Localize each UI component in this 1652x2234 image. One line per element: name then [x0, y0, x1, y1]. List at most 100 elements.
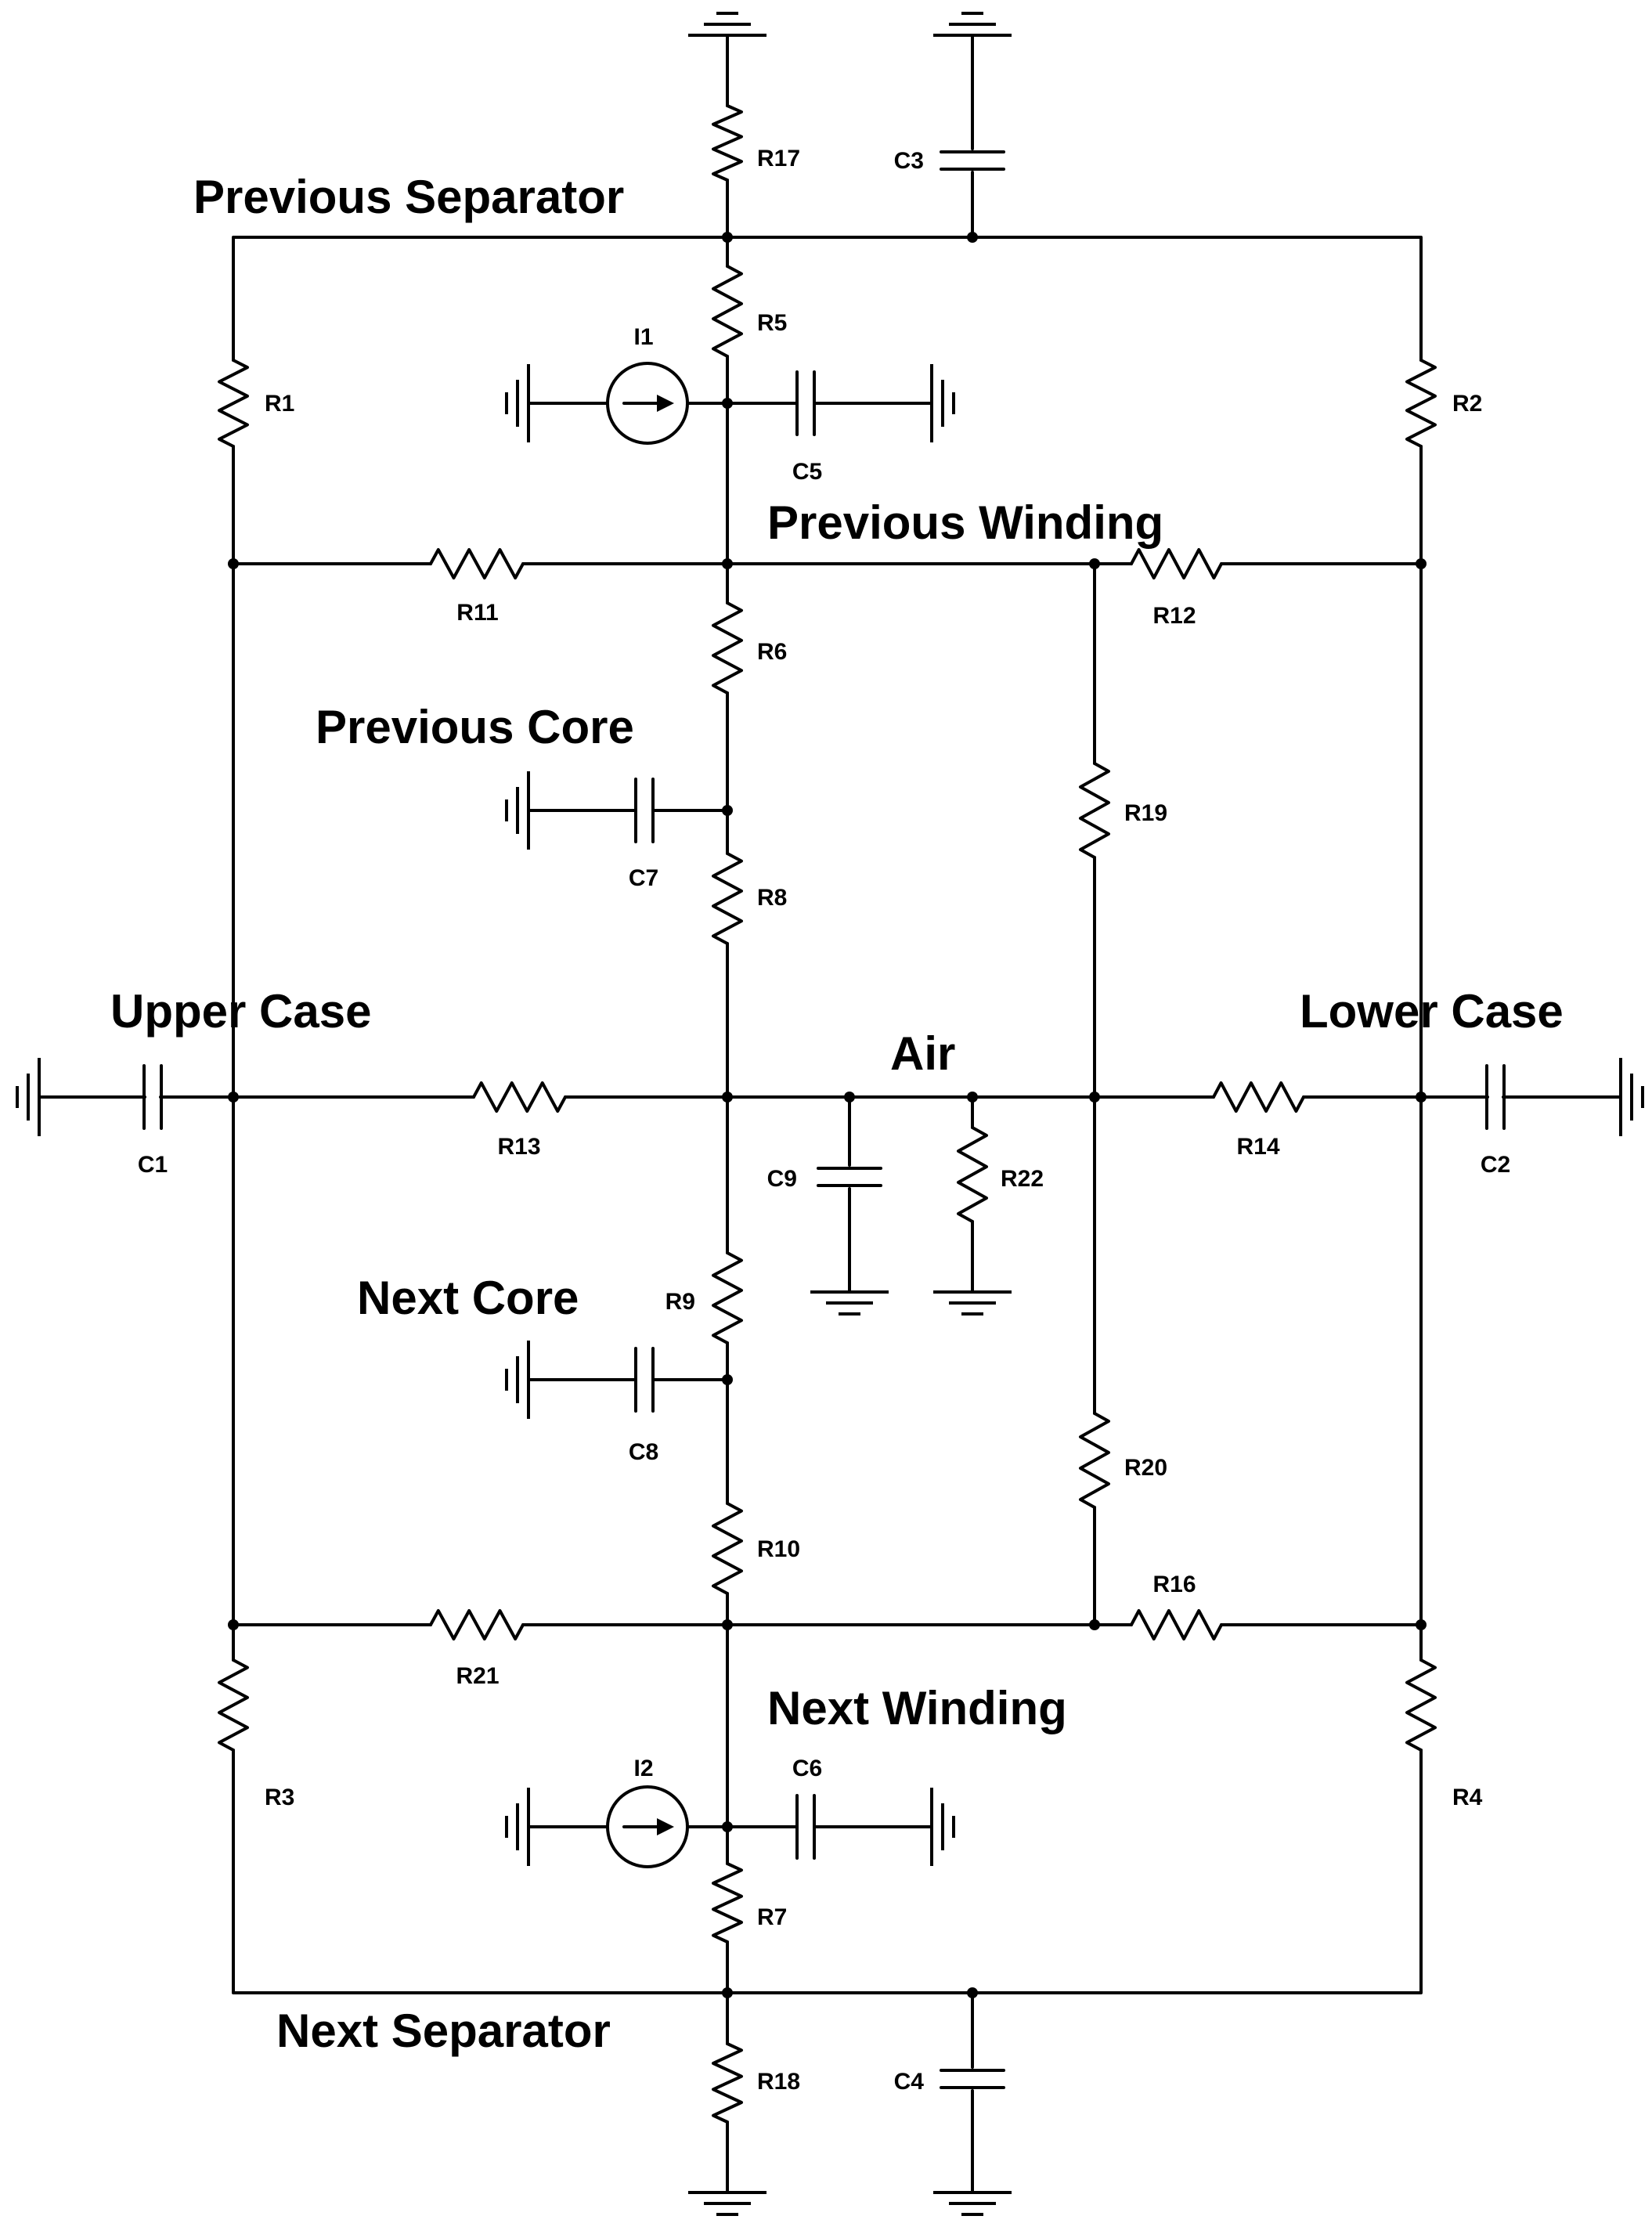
node-label-lower-case: Lower Case [1300, 985, 1564, 1038]
junction-dot [722, 232, 733, 243]
label-r20: R20 [1124, 1455, 1167, 1481]
label-r10: R10 [757, 1536, 800, 1562]
wire [232, 1749, 1423, 1994]
node-label-air: Air [890, 1027, 955, 1080]
resistor-r10 [712, 1502, 743, 1595]
resistor-r9 [712, 1251, 743, 1344]
node-label-next-winding: Next Winding [767, 1682, 1067, 1734]
junction-dot [844, 1092, 855, 1103]
resistor-r6 [712, 601, 743, 695]
label-r11: R11 [456, 600, 498, 626]
resistor-r3 [218, 1658, 249, 1752]
junction-dot [722, 558, 733, 569]
junction-dot [1089, 1092, 1100, 1103]
label-r13: R13 [497, 1134, 540, 1160]
label-r19: R19 [1124, 800, 1167, 826]
resistor-r12 [1130, 548, 1223, 579]
label-i2: I2 [633, 1756, 653, 1781]
capacitor-c9 [817, 1167, 882, 1187]
label-r8: R8 [757, 885, 787, 911]
node-label-previous-core: Previous Core [316, 701, 634, 753]
junction-dot [1089, 558, 1100, 569]
label-r6: R6 [757, 639, 787, 665]
resistor-r14 [1212, 1081, 1305, 1113]
label-r5: R5 [757, 310, 787, 336]
label-c7: C7 [629, 865, 658, 891]
capacitor-c2 [1485, 1064, 1506, 1130]
capacitor-c3 [940, 150, 1005, 171]
label-r4: R4 [1452, 1785, 1483, 1810]
label-r2: R2 [1452, 391, 1482, 417]
junction-dot [722, 398, 733, 409]
label-c9: C9 [767, 1166, 797, 1192]
junction-dot [1089, 1619, 1100, 1630]
label-c3: C3 [894, 148, 924, 174]
resistor-r13 [472, 1081, 567, 1113]
ground-icon [505, 771, 530, 850]
junction-dot [967, 1987, 978, 1998]
label-i1: I1 [633, 324, 653, 350]
node-label-previous-winding: Previous Winding [767, 496, 1163, 549]
capacitor-c7 [634, 778, 655, 843]
ground-icon [688, 2191, 766, 2216]
label-r7: R7 [757, 1904, 787, 1930]
label-c1: C1 [138, 1152, 168, 1178]
junction-dot [228, 1092, 239, 1103]
node-label-next-separator: Next Separator [276, 2005, 611, 2057]
ground-icon [930, 1788, 955, 1866]
junction-dot [228, 1619, 239, 1630]
resistor-r11 [429, 548, 525, 579]
label-c5: C5 [792, 459, 822, 485]
resistor-r4 [1405, 1658, 1437, 1752]
resistor-r7 [712, 1862, 743, 1943]
components [142, 104, 1506, 2124]
resistor-r22 [957, 1126, 988, 1223]
label-r3: R3 [265, 1785, 294, 1810]
capacitor-c8 [634, 1347, 655, 1413]
resistor-r20 [1079, 1412, 1110, 1509]
junction-dot [967, 232, 978, 243]
label-c6: C6 [792, 1756, 822, 1781]
junction-dot [722, 805, 733, 816]
resistor-r19 [1079, 762, 1110, 859]
ground-symbols [16, 12, 1644, 2216]
junction-dot [1416, 1619, 1427, 1630]
junction-dot [722, 1987, 733, 1998]
junction-dots [228, 232, 1427, 1998]
junction-dot [1416, 1092, 1427, 1103]
label-r16: R16 [1152, 1572, 1196, 1597]
label-r18: R18 [757, 2069, 800, 2095]
ground-icon [930, 364, 955, 442]
label-r22: R22 [1001, 1166, 1044, 1192]
junction-dot [1416, 558, 1427, 569]
node-label-upper-case: Upper Case [110, 985, 371, 1038]
ground-icon [1619, 1058, 1644, 1136]
resistor-r16 [1130, 1609, 1223, 1640]
node-label-previous-separator: Previous Separator [193, 171, 624, 223]
ground-icon [933, 2191, 1012, 2216]
label-c8: C8 [629, 1439, 658, 1465]
node-label-next-core: Next Core [357, 1272, 579, 1324]
ground-icon [810, 1290, 889, 1315]
current-source-i1 [606, 362, 689, 445]
current-source-i2 [606, 1785, 689, 1868]
label-c4: C4 [894, 2069, 925, 2095]
label-r9: R9 [665, 1289, 695, 1315]
label-r12: R12 [1152, 603, 1196, 629]
resistor-r2 [1405, 359, 1437, 448]
ground-icon [933, 1290, 1012, 1315]
resistor-r18 [712, 2042, 743, 2124]
capacitor-c5 [795, 370, 816, 436]
ground-icon [505, 1788, 530, 1866]
capacitor-c1 [142, 1064, 163, 1130]
ground-icon [688, 12, 766, 37]
node-labels: Previous Separator Previous Winding Prev… [110, 171, 1564, 2057]
capacitor-c4 [940, 2069, 1005, 2089]
resistor-r17 [712, 104, 743, 182]
wires [38, 34, 1622, 2194]
junction-dot [967, 1092, 978, 1103]
resistor-r5 [712, 265, 743, 358]
ground-icon [505, 1341, 530, 1419]
